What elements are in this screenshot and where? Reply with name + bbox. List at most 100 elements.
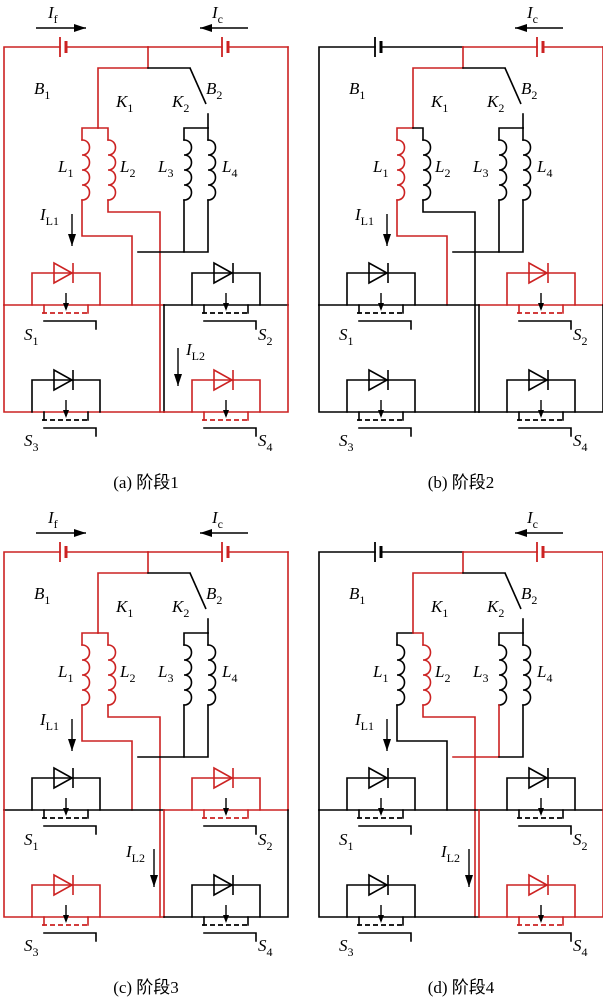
switch-s2 [506,766,576,835]
label-b2: B2 [206,584,222,607]
wire-l2-top [97,127,109,141]
label-s3: S3 [24,431,39,454]
label-il2: IL2 [125,842,145,865]
switch-k2-blade [189,572,207,610]
arrow-il2-head [465,875,473,887]
label-l1: L1 [57,662,73,685]
wire-l2-top [97,632,109,646]
coil-l3 [498,139,508,201]
switch-s3 [346,873,416,942]
arrow-il1-head [383,739,391,751]
label-s3: S3 [24,936,39,959]
label-b2: B2 [521,584,537,607]
switch-s2-diode [213,261,234,285]
wire-l3-down [137,199,185,253]
wire-l1-down [396,199,448,306]
label-l2: L2 [119,662,135,685]
coil-l3 [183,139,193,201]
label-ic: Ic [526,508,538,531]
coil-l2 [107,644,117,706]
arrow-if-head [74,24,86,32]
switch-s3-diode [368,368,389,392]
wire-l3-down [137,704,185,758]
arrow-ic-head [200,529,212,537]
wire-l4-down [498,704,524,758]
switch-s1-diode [368,766,389,790]
label-s4: S4 [258,431,273,454]
wire-k1 [412,551,464,634]
label-k2: K2 [171,597,189,620]
label-k1: K1 [115,92,133,115]
label-if: If [47,3,58,26]
wire-top-left [3,551,61,811]
label-k2: K2 [486,92,504,115]
label-l2: L2 [434,157,450,180]
switch-s1-diode [368,261,389,285]
label-s1: S1 [339,325,354,348]
label-s4: S4 [258,936,273,959]
wire-l1-top [396,127,414,141]
wire-l3-down [452,704,500,758]
switch-s1 [31,766,101,835]
switch-s1 [346,766,416,835]
label-b1: B1 [34,584,50,607]
wire-k1 [97,46,149,129]
switch-s2 [191,766,261,835]
switch-s4 [191,368,261,437]
arrow-il1-head [68,234,76,246]
wire-left-rail-lower [3,809,165,918]
label-s2: S2 [573,325,588,348]
caption-b: (b) 阶段2 [428,473,495,492]
wire-l3-top [183,632,209,646]
label-b1: B1 [349,584,365,607]
label-il2: IL2 [185,340,205,363]
wire-l1-down [81,704,133,811]
label-k2: K2 [486,597,504,620]
wire-right-rail-lower [163,304,289,413]
switch-s3-diode [53,368,74,392]
wire-l1-down [81,199,133,306]
coil-l1 [396,139,406,201]
label-l4: L4 [536,662,552,685]
coil-l1 [81,139,91,201]
switch-k2-blade [504,67,522,105]
coil-l3 [498,644,508,706]
label-l4: L4 [221,662,237,685]
caption-c: (c) 阶段3 [113,978,179,997]
label-l2: L2 [434,662,450,685]
label-s4: S4 [573,431,588,454]
label-b1: B1 [34,79,50,102]
coil-l2 [422,139,432,201]
label-s2: S2 [258,325,273,348]
arrow-il2-head [174,374,182,386]
switch-s4 [506,873,576,942]
wire-l3-top [498,127,524,141]
label-l1: L1 [57,157,73,180]
label-s1: S1 [24,830,39,853]
label-ic: Ic [211,3,223,26]
wire-left-rail-lower [318,809,480,918]
label-s3: S3 [339,936,354,959]
wire-l2-top [412,632,424,646]
caption-d: (d) 阶段4 [428,978,495,997]
label-ic: Ic [211,508,223,531]
arrow-ic-head [515,529,527,537]
wire-k1 [97,551,149,634]
label-l3: L3 [157,662,173,685]
coil-l1 [81,644,91,706]
arrow-il1-head [383,234,391,246]
arrow-il2-head [150,875,158,887]
label-s2: S2 [258,830,273,853]
wire-k1 [412,46,464,129]
switch-k2-blade [504,572,522,610]
arrow-ic-head [515,24,527,32]
wire-l1-top [81,632,99,646]
switch-s3 [31,873,101,942]
wire-top-left [318,551,376,811]
arrow-il1-head [68,739,76,751]
label-s1: S1 [24,325,39,348]
